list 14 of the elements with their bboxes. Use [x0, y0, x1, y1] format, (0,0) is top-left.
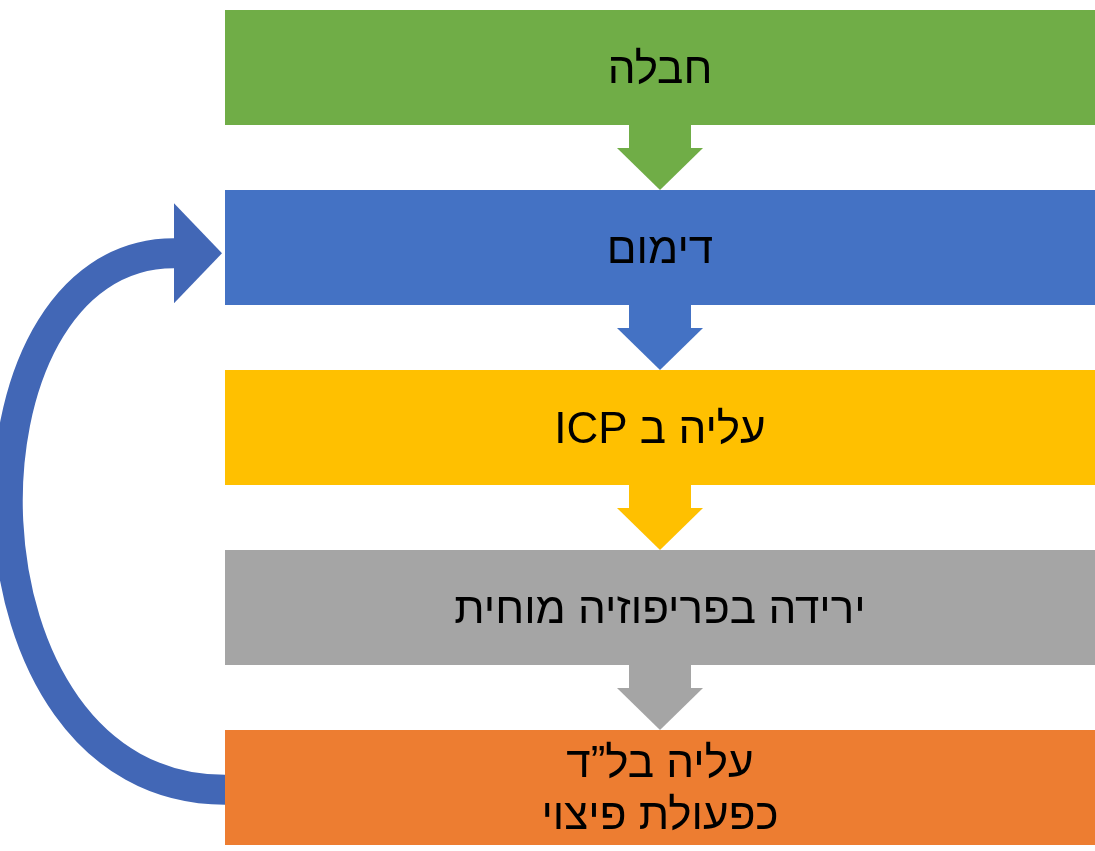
box-label: עליה ב ICP	[554, 401, 766, 454]
block-arrow	[617, 125, 703, 190]
box-label: חבלה	[607, 41, 713, 94]
process-box	[225, 550, 1095, 665]
process-box	[225, 730, 1095, 845]
process-box	[225, 10, 1095, 125]
box-label: עליה בל”ד כפעולת פיצוי	[540, 735, 780, 840]
block-arrow	[617, 305, 703, 370]
process-box	[225, 190, 1095, 305]
block-arrow	[617, 665, 703, 730]
process-box	[225, 370, 1095, 485]
box-label: דימום	[606, 221, 714, 274]
box-label: ירידה בפריפוזיה מוחית	[454, 581, 866, 634]
block-arrow	[617, 485, 703, 550]
